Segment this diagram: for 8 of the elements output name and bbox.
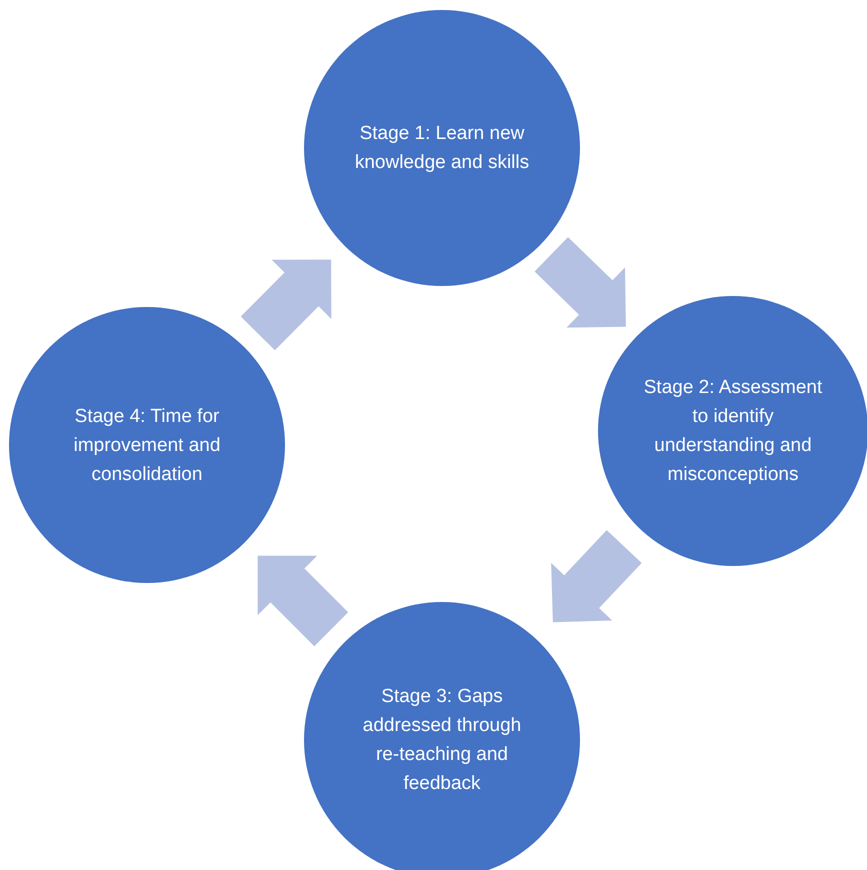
stage-text: Stage 3: Gaps addressed through re-teaching and feedback xyxy=(362,685,522,796)
block-arrow xyxy=(258,556,348,646)
block-arrow xyxy=(240,260,332,350)
stage-text: Stage 4: Time for improvement and consolidation xyxy=(72,404,222,486)
block-arrow xyxy=(551,530,642,622)
stage-text: Stage 1: Learn new knowledge and skills xyxy=(354,122,530,175)
stage-text: Stage 2: Assessment to identify understanding and misconceptions xyxy=(642,376,824,487)
block-arrow xyxy=(534,237,626,328)
